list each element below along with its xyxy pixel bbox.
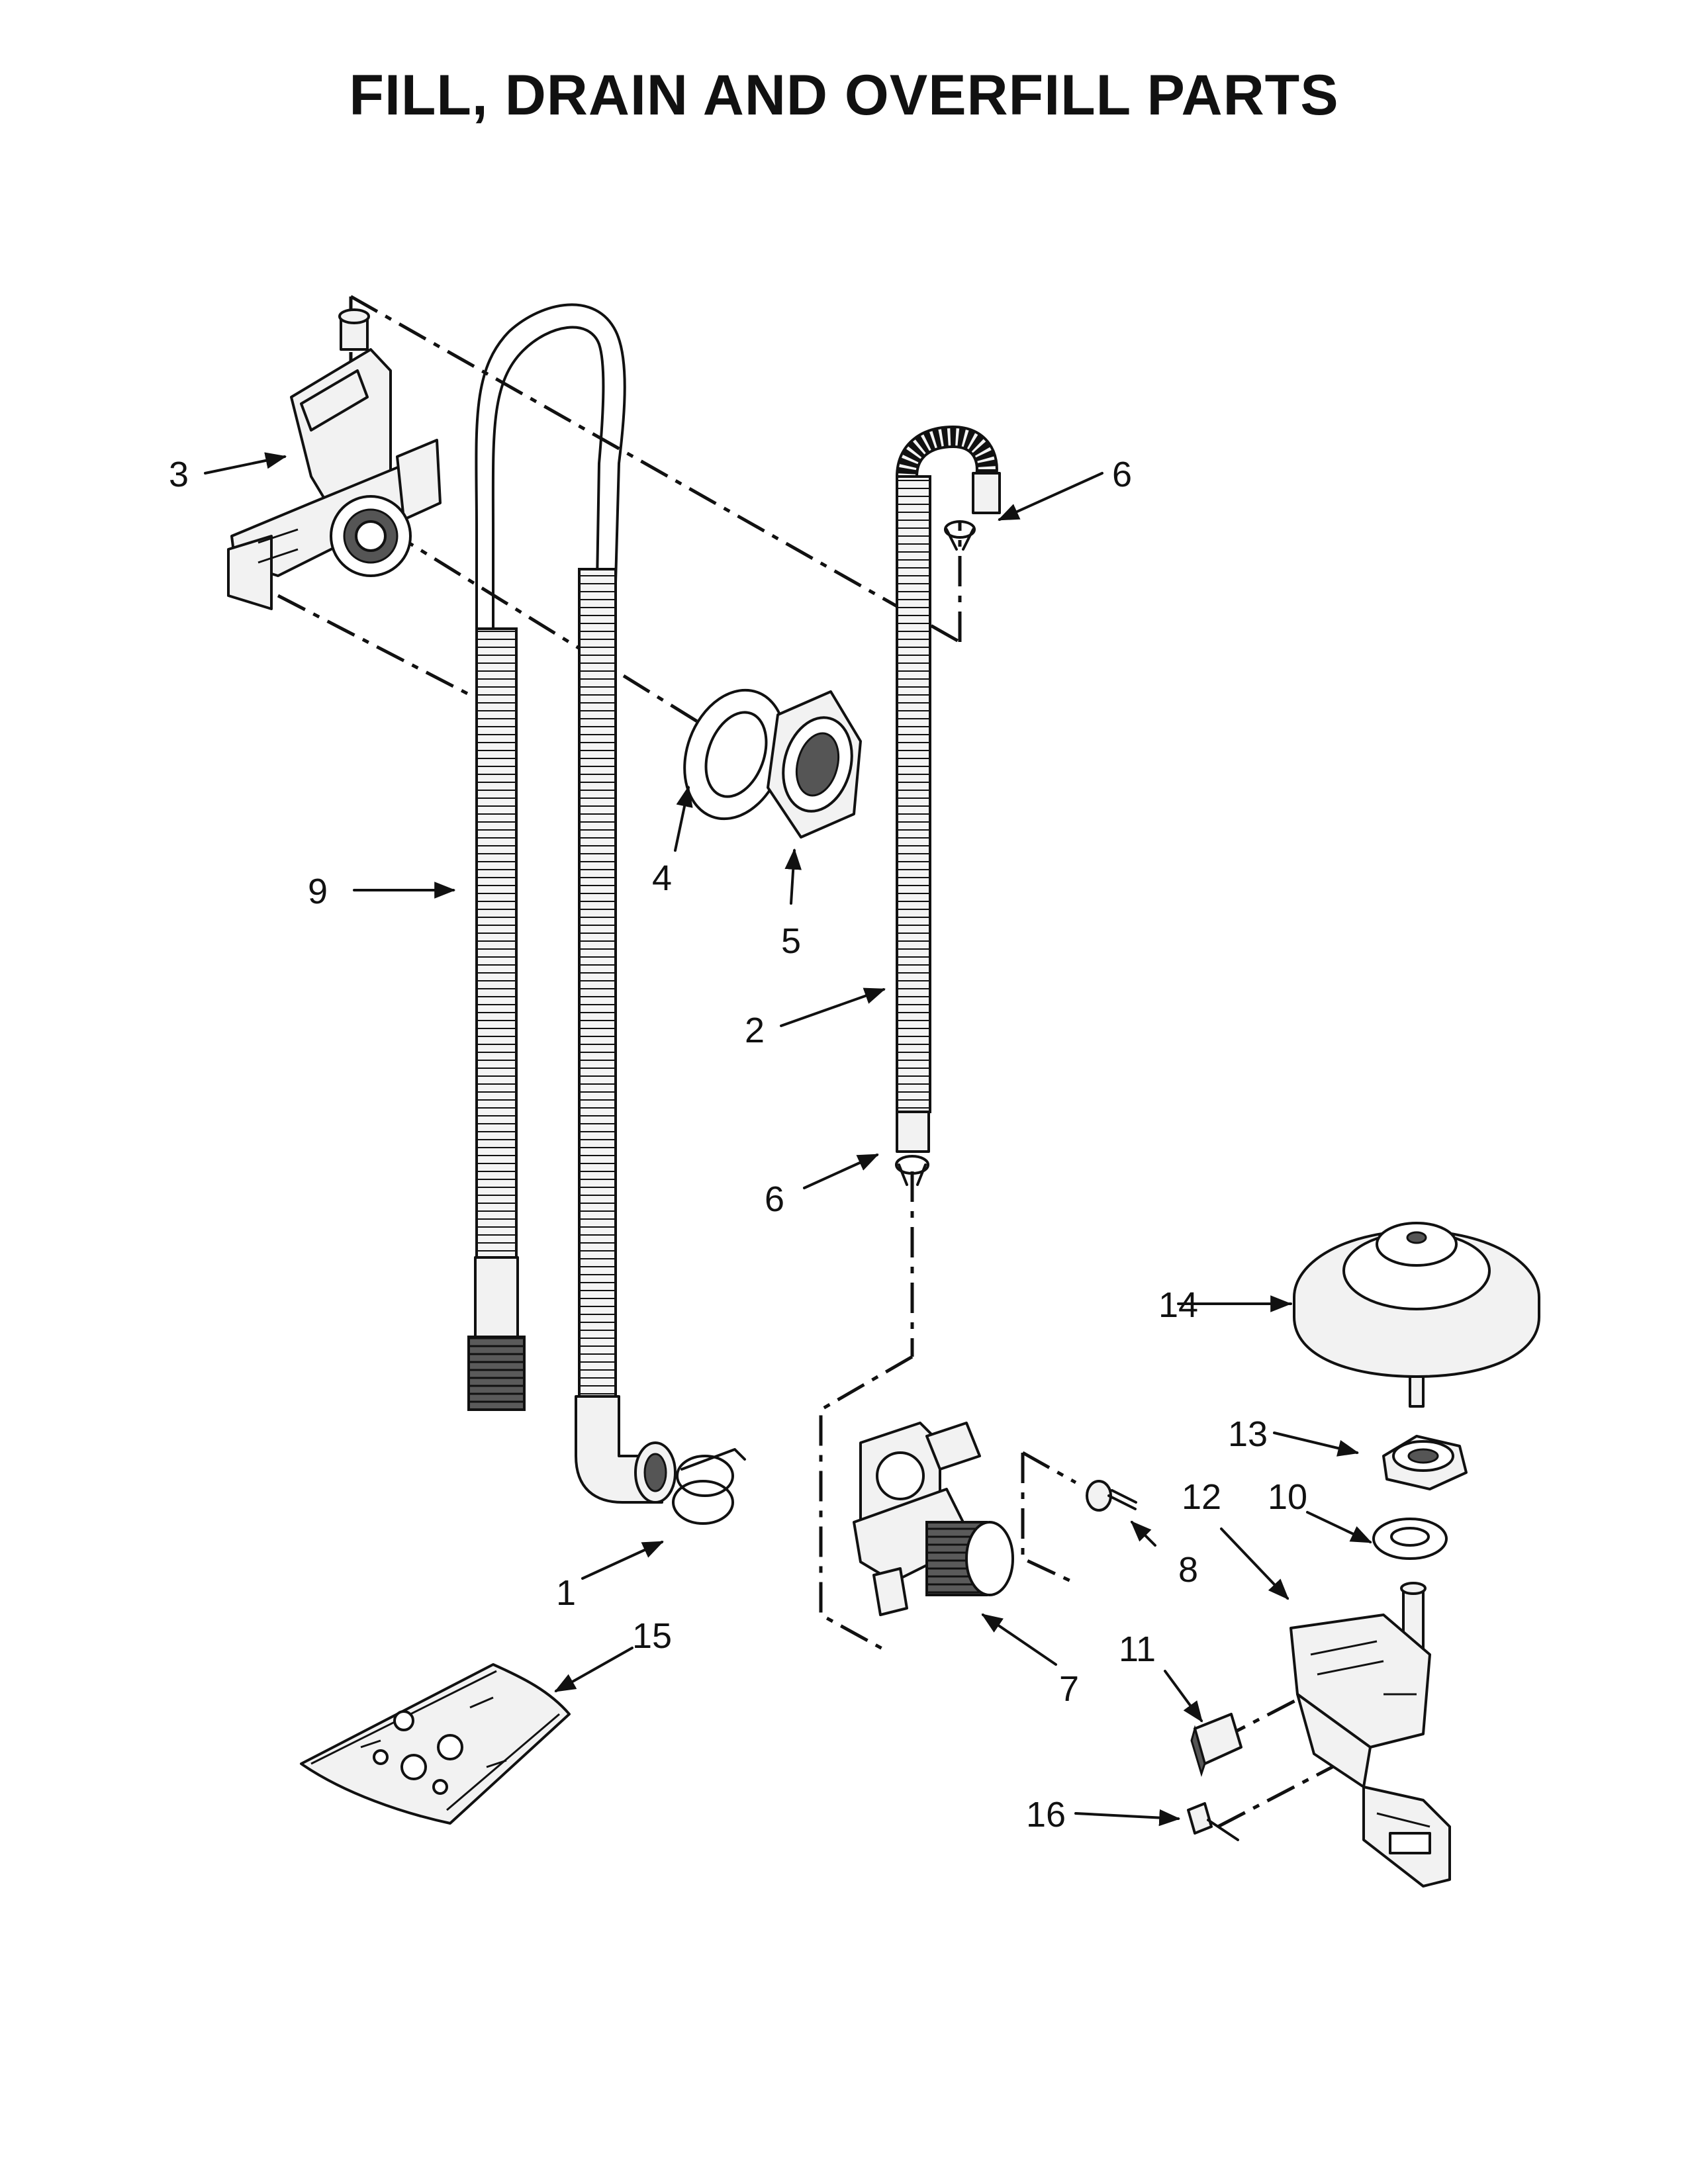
part-1-hose-clamp — [672, 1448, 746, 1525]
callout-8: 8 — [1178, 1550, 1198, 1590]
callout-14: 14 — [1158, 1285, 1198, 1325]
leader-arrows — [204, 452, 1372, 1827]
arrow-11 — [1164, 1670, 1203, 1723]
callout-16: 16 — [1026, 1795, 1066, 1835]
callout-11: 11 — [1119, 1629, 1156, 1669]
part-9-drain-hose — [467, 303, 677, 1504]
part-10-gasket — [1372, 1518, 1448, 1560]
arrow-10 — [1306, 1511, 1372, 1543]
arrow-3 — [204, 452, 287, 475]
arrow-7 — [981, 1614, 1057, 1666]
part-4-gasket — [683, 688, 786, 821]
callout-labels: 3 9 4 5 6 2 6 14 13 12 10 8 1 15 7 11 16 — [169, 455, 1307, 1835]
callout-13: 13 — [1228, 1414, 1268, 1454]
callout-9: 9 — [308, 872, 328, 911]
callout-5: 5 — [781, 921, 801, 961]
callout-12: 12 — [1182, 1477, 1221, 1517]
assembly-dash-lines — [277, 295, 1372, 1829]
part-14-float — [1293, 1222, 1540, 1408]
part-7-inlet-valve — [853, 1422, 1014, 1616]
arrow-6-upper — [998, 472, 1103, 521]
arrow-5 — [784, 848, 802, 905]
page-title: FILL, DRAIN AND OVERFILL PARTS — [349, 64, 1339, 127]
arrow-6-lower — [803, 1154, 879, 1189]
arrow-15 — [554, 1647, 633, 1692]
part-2-fill-hose — [896, 425, 1001, 1153]
callout-2: 2 — [745, 1011, 765, 1050]
part-5-nut — [767, 690, 862, 839]
arrow-4 — [674, 785, 693, 852]
callout-6-upper: 6 — [1112, 455, 1132, 494]
part-15-hardware-bag — [300, 1663, 571, 1825]
part-8-screw — [1086, 1480, 1137, 1512]
arrow-8 — [1130, 1520, 1156, 1547]
callout-1: 1 — [556, 1573, 576, 1613]
arrow-12 — [1220, 1527, 1289, 1600]
callout-4: 4 — [652, 858, 672, 898]
part-6-clamp-upper — [944, 520, 976, 551]
callout-10: 10 — [1268, 1477, 1307, 1517]
arrow-13 — [1273, 1432, 1360, 1457]
callout-7: 7 — [1059, 1669, 1079, 1709]
arrow-16 — [1074, 1809, 1181, 1827]
part-16-connector — [1187, 1802, 1239, 1841]
part-13-float-nut — [1382, 1435, 1468, 1490]
part-12-switch-bracket — [1289, 1582, 1451, 1888]
callout-3: 3 — [169, 455, 189, 494]
arrow-1 — [581, 1541, 664, 1580]
callout-6-lower: 6 — [765, 1179, 784, 1219]
part-3-bracket — [227, 308, 442, 610]
part-6-clamp-lower — [895, 1155, 929, 1186]
callout-15: 15 — [632, 1616, 672, 1656]
arrow-2 — [780, 987, 886, 1027]
part-11-switch — [1190, 1713, 1243, 1777]
